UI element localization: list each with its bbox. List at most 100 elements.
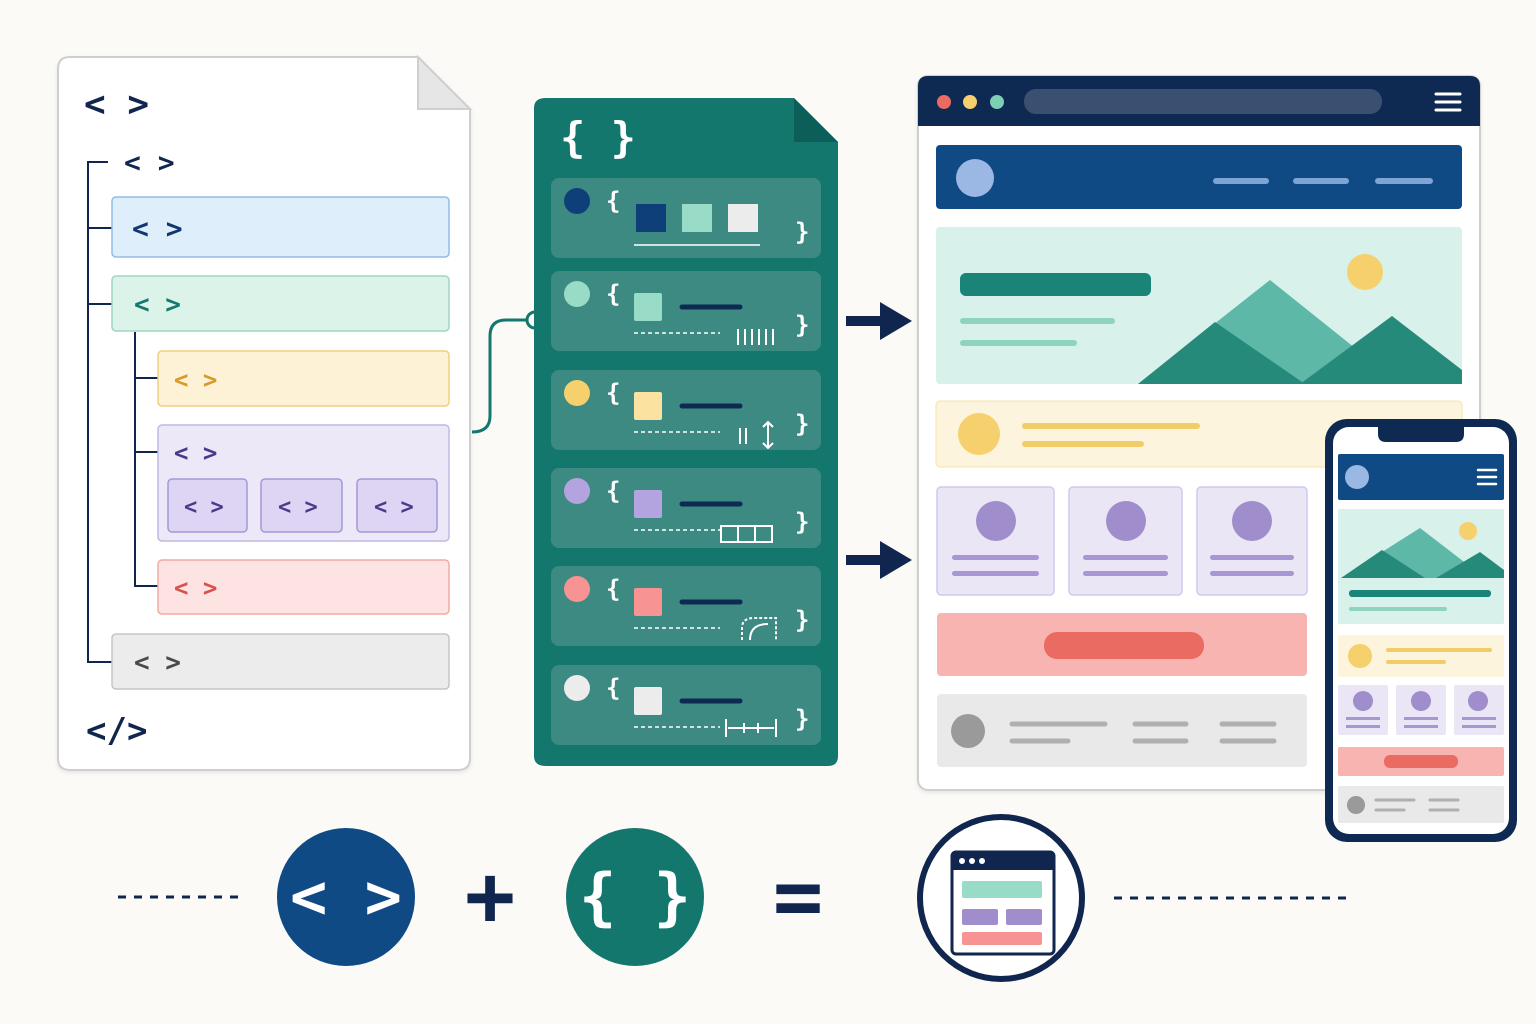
dom-child-node [356, 478, 438, 533]
css-rule-card [551, 566, 821, 646]
mobile-notice [1338, 635, 1504, 677]
arrow-right-icon [846, 302, 912, 340]
css-close-brace: } [795, 508, 809, 536]
notice-text-line [1386, 648, 1492, 652]
avatar [1232, 501, 1272, 541]
dom-tree-lines [87, 161, 158, 663]
css-rule-list: {}{}{}{}{}{} [551, 178, 821, 745]
mobile-logo [1345, 465, 1369, 489]
mountain-icon [1138, 322, 1305, 384]
mountain-icon [1341, 550, 1425, 578]
notice-text-line [1386, 660, 1446, 664]
width-icon [725, 719, 777, 737]
card-grid [936, 486, 1308, 596]
css-rule-card [551, 468, 821, 548]
hamburger-menu-icon[interactable] [1434, 92, 1462, 112]
color-swatch [682, 204, 712, 232]
mobile-nav-bar [1338, 454, 1504, 500]
html-open-tag: < > [84, 84, 149, 125]
address-bar[interactable] [1024, 89, 1382, 114]
dom-child-tag: < > [184, 495, 224, 520]
avatar [1468, 691, 1488, 711]
css-icon-glyph: { } [579, 860, 691, 933]
footer-avatar [1347, 796, 1365, 814]
notice-icon [1348, 644, 1372, 668]
css-rule-width: {} [551, 665, 821, 745]
typography-icon [737, 329, 774, 345]
card-text-line [952, 571, 1039, 576]
css-rule-dot [564, 380, 590, 406]
html-circle-icon [277, 828, 415, 966]
profile-card[interactable] [936, 486, 1055, 596]
dom-child-node [167, 478, 248, 533]
html-close-tag: </> [86, 711, 147, 751]
minimize-window-icon[interactable] [963, 95, 977, 109]
dom-child-tag: < > [374, 495, 414, 520]
css-open-brace: { [606, 477, 620, 505]
footer-background [937, 694, 1307, 767]
dom-node-green: < > [111, 275, 450, 332]
css-swatch [634, 392, 662, 420]
profile-card[interactable] [1068, 486, 1183, 596]
css-rule-typography: {} [551, 271, 821, 351]
profile-card[interactable] [1196, 486, 1308, 596]
css-close-brace: } [795, 311, 809, 339]
notice-text-line [1022, 441, 1144, 447]
card-text-line [1083, 555, 1168, 560]
hero-heading [960, 273, 1151, 296]
maximize-window-icon[interactable] [990, 95, 1004, 109]
dom-node-purple: < > < > < > < > [157, 424, 450, 542]
css-rule-card [551, 665, 821, 745]
equation-row: < > + { } = [118, 814, 1346, 982]
sun-icon [1347, 254, 1383, 290]
html-file-corner [417, 54, 473, 110]
html-root-tag: < > [124, 146, 175, 179]
sun-icon [1459, 522, 1477, 540]
dom-node-yellow: < > [157, 350, 450, 407]
radius-icon [741, 617, 777, 641]
cta-button[interactable] [1044, 632, 1204, 659]
css-rule-layout: {} [551, 468, 821, 548]
css-open-brace: { [606, 280, 620, 308]
footer-links[interactable] [1009, 721, 1277, 744]
css-open-brace: { [606, 379, 620, 407]
equals-sign: = [773, 847, 824, 945]
notice-icon [958, 413, 1000, 455]
dom-child-tag: < > [278, 495, 318, 520]
card-text-line [1083, 571, 1168, 576]
avatar [1106, 501, 1146, 541]
css-rule-dot [564, 675, 590, 701]
css-close-brace: } [795, 606, 809, 634]
site-nav-bar [936, 145, 1462, 209]
css-circle-icon [566, 828, 704, 966]
css-open-brace: { [606, 674, 620, 702]
card-text-line [952, 555, 1039, 560]
mobile-menu-icon[interactable] [1476, 468, 1498, 486]
close-window-icon[interactable] [937, 95, 951, 109]
mobile-cta-button[interactable] [1384, 755, 1458, 768]
css-close-brace: } [795, 705, 809, 733]
spacing-icon [739, 420, 774, 450]
mobile-footer-links[interactable] [1374, 798, 1460, 812]
flow-arrows [846, 302, 912, 579]
css-rule-card [551, 370, 821, 450]
dom-node-blue: < > [111, 196, 450, 258]
mobile-phone [1325, 419, 1517, 842]
css-rule-spacing: {} [551, 370, 821, 450]
mobile-card-grid [1338, 685, 1504, 735]
dom-node-tag: < > [174, 366, 217, 394]
html-icon-glyph: < > [290, 860, 402, 933]
avatar [1411, 691, 1431, 711]
dom-node-tag: < > [132, 212, 183, 245]
dom-node-tag: < > [134, 648, 181, 678]
layout-icon [720, 525, 773, 543]
site-footer [937, 694, 1307, 767]
mobile-footer [1338, 786, 1504, 823]
css-rule-radius: {} [551, 566, 821, 646]
dom-node-box [157, 350, 450, 407]
css-open-brace: { [606, 187, 620, 215]
css-close-brace: } [795, 410, 809, 438]
html-css-connector [471, 318, 534, 434]
dom-node-box [157, 559, 450, 615]
